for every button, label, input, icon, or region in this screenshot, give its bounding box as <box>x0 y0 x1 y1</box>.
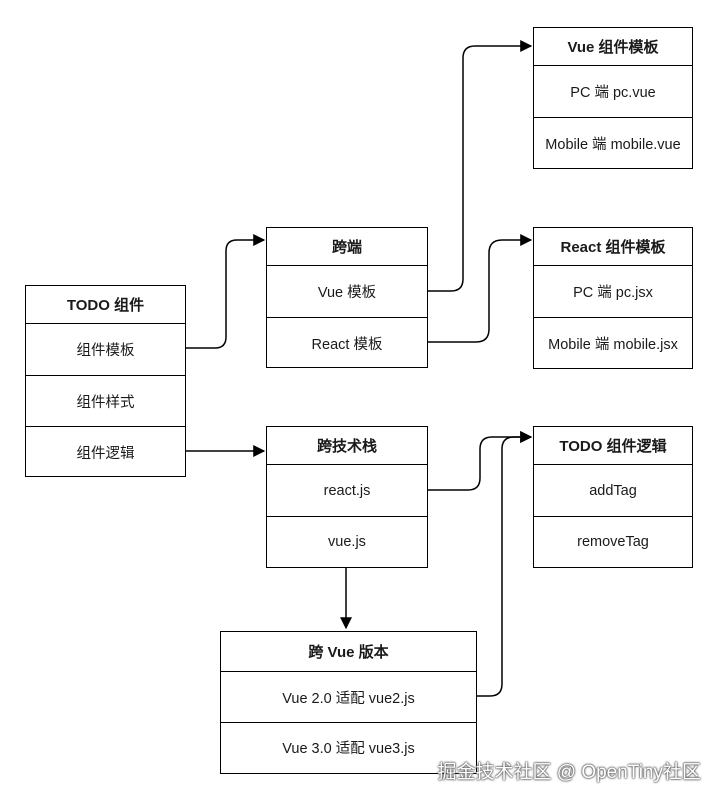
watermark: 掘金技术社区 @ OpenTiny社区 <box>437 762 701 783</box>
node-row-vue2: Vue 2.0 适配 vue2.js <box>282 690 415 707</box>
edge-react-template-to-react-component-template <box>427 234 533 343</box>
edge-vue2-to-todo-logic <box>476 431 533 697</box>
todo-logic-node: TODO 组件逻辑 addTag removeTag <box>533 426 693 568</box>
node-row-react-template: React 模板 <box>267 317 427 368</box>
node-row-reactjs: react.js <box>323 482 371 499</box>
cross-stack-node: 跨技术栈 react.js vue.js <box>266 426 428 568</box>
node-row-pc-vue: PC 端 pc.vue <box>570 85 656 101</box>
node-row-mobile-vue: Mobile 端 mobile.vue <box>534 117 692 168</box>
node-row-vue3: Vue 3.0 适配 vue3.js <box>221 722 476 772</box>
edge-vue-template-to-vue-component-template <box>427 40 533 292</box>
node-title: 跨 Vue 版本 <box>221 632 476 672</box>
node-row-template: 组件模板 <box>76 343 135 359</box>
node-title: TODO 组件逻辑 <box>534 427 692 465</box>
node-title: Vue 组件模板 <box>534 28 692 66</box>
node-title: React 组件模板 <box>534 228 692 266</box>
node-row-removetag: removeTag <box>534 516 692 567</box>
node-row-vuejs: vue.js <box>267 516 427 567</box>
node-row-style: 组件样式 <box>26 375 185 426</box>
node-title: 跨端 <box>267 228 427 266</box>
node-row-logic: 组件逻辑 <box>26 426 185 477</box>
cross-platform-node: 跨端 Vue 模板 React 模板 <box>266 227 428 368</box>
node-row-vue-template: Vue 模板 <box>317 285 377 301</box>
node-row-mobile-jsx: Mobile 端 mobile.jsx <box>534 317 692 368</box>
todo-component-node: TODO 组件 组件模板 组件样式 组件逻辑 <box>25 285 186 477</box>
node-title: 跨技术栈 <box>267 427 427 465</box>
node-row-addtag: addTag <box>589 482 637 499</box>
react-component-template-node: React 组件模板 PC 端 pc.jsx Mobile 端 mobile.j… <box>533 227 693 369</box>
edge-template-to-cross-platform <box>185 234 266 349</box>
edge-reactjs-to-todo-logic <box>427 431 533 491</box>
node-row-pc-jsx: PC 端 pc.jsx <box>573 285 653 301</box>
node-title: TODO 组件 <box>26 286 185 324</box>
cross-vue-version-node: 跨 Vue 版本 Vue 2.0 适配 vue2.js Vue 3.0 适配 v… <box>220 631 477 774</box>
vue-component-template-node: Vue 组件模板 PC 端 pc.vue Mobile 端 mobile.vue <box>533 27 693 169</box>
